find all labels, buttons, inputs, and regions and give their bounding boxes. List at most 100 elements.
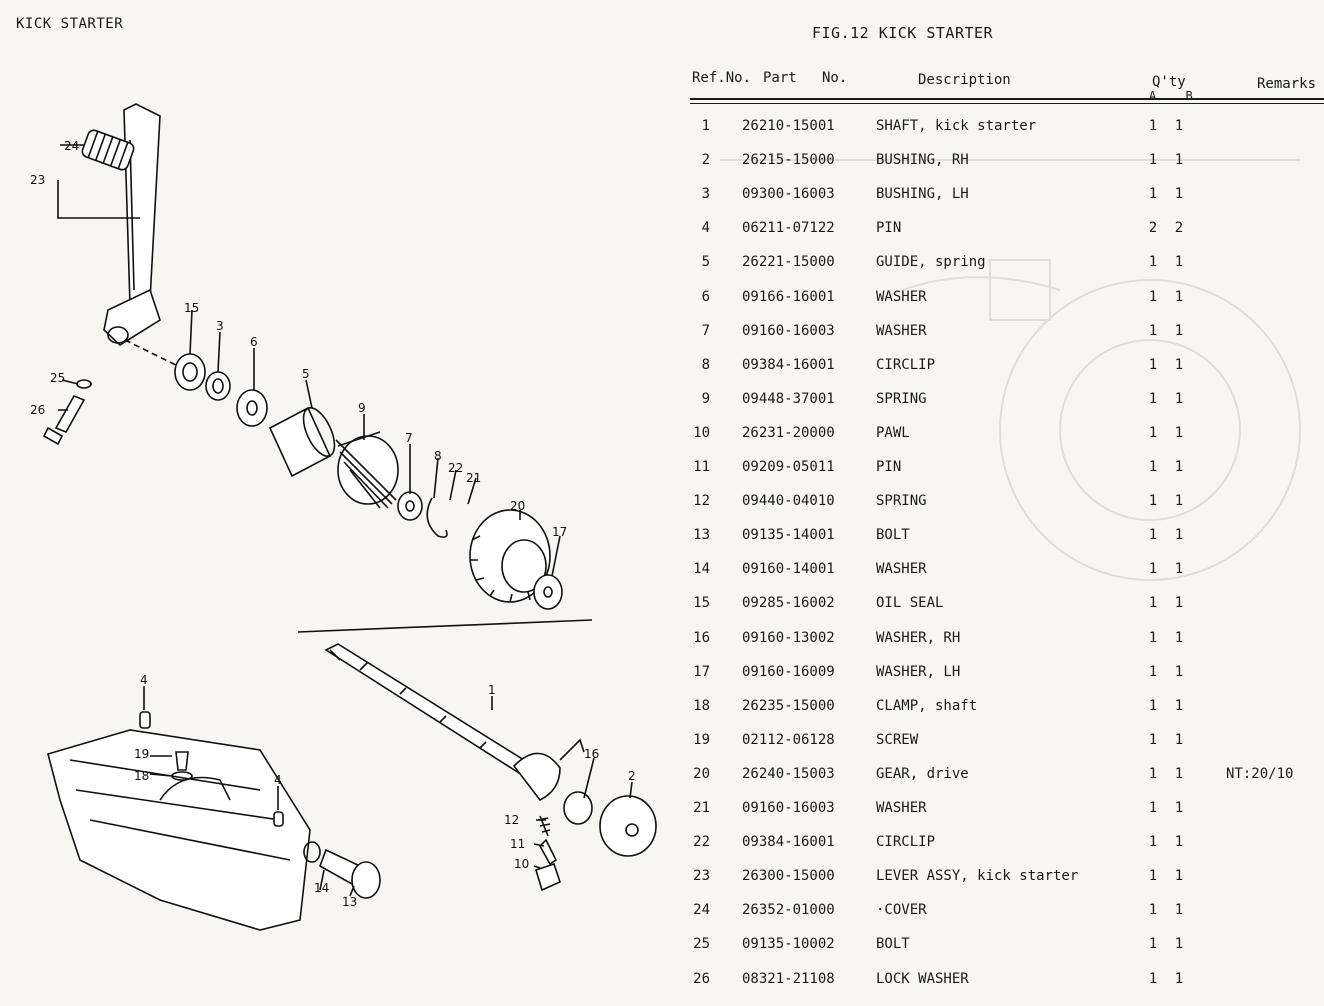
kick-spring xyxy=(335,431,399,509)
description-cell: PIN xyxy=(876,220,902,237)
description-cell: SCREW xyxy=(876,731,919,748)
qty-b-cell: 1 xyxy=(1174,118,1184,134)
figure-title: FIG.12 KICK STARTER xyxy=(812,24,994,42)
remarks-cell: NT:20/10 xyxy=(1226,765,1294,782)
qty-b-cell: 1 xyxy=(1174,697,1184,714)
header-rule xyxy=(690,98,1324,100)
callout-label: 9 xyxy=(358,401,366,415)
description-cell: BUSHING, LH xyxy=(876,186,969,203)
description-cell: ·COVER xyxy=(876,902,927,919)
qty-b-cell: 1 xyxy=(1174,561,1184,578)
part-no-cell: 09160-14001 xyxy=(742,561,835,578)
callout-label: 5 xyxy=(302,367,310,381)
description-cell: WASHER xyxy=(876,288,927,305)
qty-a-cell: 1 xyxy=(1148,424,1158,441)
description-cell: PAWL xyxy=(876,424,910,441)
section-title: KICK STARTER xyxy=(16,16,124,32)
qty-b-cell: 1 xyxy=(1174,459,1184,475)
qty-b-cell: 1 xyxy=(1174,254,1184,271)
qty-b-cell: 1 xyxy=(1174,868,1184,885)
qty-b-cell: 1 xyxy=(1174,322,1184,339)
callout-label: 15 xyxy=(184,301,199,315)
part-no-cell: 06211-07122 xyxy=(742,220,835,237)
qty-b-cell: 1 xyxy=(1174,731,1184,748)
header-part: Part xyxy=(763,70,797,86)
part-no-cell: 26221-15000 xyxy=(742,254,835,271)
callout-label: 14 xyxy=(314,881,329,895)
kick-lever-boss xyxy=(103,288,161,347)
qty-b-cell: 1 xyxy=(1174,152,1184,169)
part-no-cell: 09209-05011 xyxy=(742,459,835,475)
header-no: No. xyxy=(822,70,848,86)
qty-a-cell: 1 xyxy=(1148,527,1158,544)
drive-gear xyxy=(469,509,551,603)
qty-a-cell: 1 xyxy=(1148,697,1158,714)
part-no-cell: 26231-20000 xyxy=(742,424,835,441)
part-no-cell: 09135-14001 xyxy=(742,527,835,544)
ref-no-cell: 6 xyxy=(701,288,710,305)
callout-label: 10 xyxy=(514,857,529,871)
part-no-cell: 09300-16003 xyxy=(742,186,835,203)
ref-no-cell: 15 xyxy=(693,595,710,612)
callout-label: 17 xyxy=(552,525,567,539)
callout-label: 12 xyxy=(504,813,519,827)
description-cell: CLAMP, shaft xyxy=(876,697,978,714)
qty-a-cell: 1 xyxy=(1148,902,1158,919)
ref-no-cell: 10 xyxy=(693,424,710,441)
qty-a-cell: 1 xyxy=(1148,254,1158,271)
qty-a-cell: 1 xyxy=(1148,152,1158,169)
callout-label: 7 xyxy=(405,431,413,445)
callout-label: 3 xyxy=(216,319,224,333)
exploded-parts-diagram: 1 2 3 4 4 5 6 7 8 9 10 11 12 13 14 15 16… xyxy=(30,103,657,931)
ref-no-cell: 20 xyxy=(693,765,710,782)
qty-a-cell: 1 xyxy=(1148,629,1158,646)
header-qty-ab: A B xyxy=(1149,89,1204,103)
description-cell: CIRCLIP xyxy=(876,834,936,851)
callout-label: 16 xyxy=(584,747,599,761)
qty-a-cell: 1 xyxy=(1148,459,1158,475)
header-ref-no: Ref.No. xyxy=(692,70,752,86)
part-no-cell: 09384-16001 xyxy=(742,356,835,373)
part-no-cell: 26352-01000 xyxy=(742,902,835,919)
description-cell: LEVER ASSY, kick starter xyxy=(876,868,1079,885)
qty-a-cell: 1 xyxy=(1148,561,1158,578)
part-no-cell: 09160-16009 xyxy=(742,663,835,680)
qty-a-cell: 1 xyxy=(1148,356,1158,373)
description-cell: WASHER xyxy=(876,800,927,816)
description-cell: GUIDE, spring xyxy=(876,254,986,271)
part-no-cell: 26235-15000 xyxy=(742,697,835,714)
qty-a-cell: 1 xyxy=(1148,390,1158,407)
callout-label: 11 xyxy=(510,837,525,851)
callout-label: 19 xyxy=(134,747,149,761)
ref-no-cell: 26 xyxy=(693,970,710,987)
part-no-cell: 09448-37001 xyxy=(742,390,835,407)
ref-no-cell: 9 xyxy=(701,390,710,407)
description-cell: WASHER, RH xyxy=(876,629,961,646)
ref-no-cell: 21 xyxy=(693,800,710,816)
ref-no-cell: 8 xyxy=(701,356,710,373)
ref-no-cell: 3 xyxy=(701,186,710,203)
qty-a-cell: 1 xyxy=(1148,936,1158,953)
callout-label: 4 xyxy=(274,773,282,787)
part-no-cell: 09160-16003 xyxy=(742,322,835,339)
part-no-cell: 09166-16001 xyxy=(742,288,835,305)
qty-b-cell: 1 xyxy=(1174,288,1184,305)
qty-b-cell: 1 xyxy=(1174,527,1184,544)
qty-a-cell: 1 xyxy=(1148,868,1158,885)
qty-b-cell: 1 xyxy=(1174,493,1184,510)
qty-a-cell: 1 xyxy=(1148,731,1158,748)
header-remarks: Remarks xyxy=(1257,76,1317,92)
description-cell: BOLT xyxy=(876,936,910,953)
part-no-cell: 26300-15000 xyxy=(742,868,835,885)
part-no-cell: 26215-15000 xyxy=(742,152,835,169)
bolt-25 xyxy=(54,394,86,434)
description-cell: BOLT xyxy=(876,527,910,544)
description-cell: CIRCLIP xyxy=(876,356,936,373)
callout-label: 4 xyxy=(140,673,148,687)
header-qty: Q'ty xyxy=(1152,74,1186,90)
ref-no-cell: 19 xyxy=(693,731,710,748)
qty-b-cell: 1 xyxy=(1174,663,1184,680)
description-cell: SPRING xyxy=(876,493,927,510)
